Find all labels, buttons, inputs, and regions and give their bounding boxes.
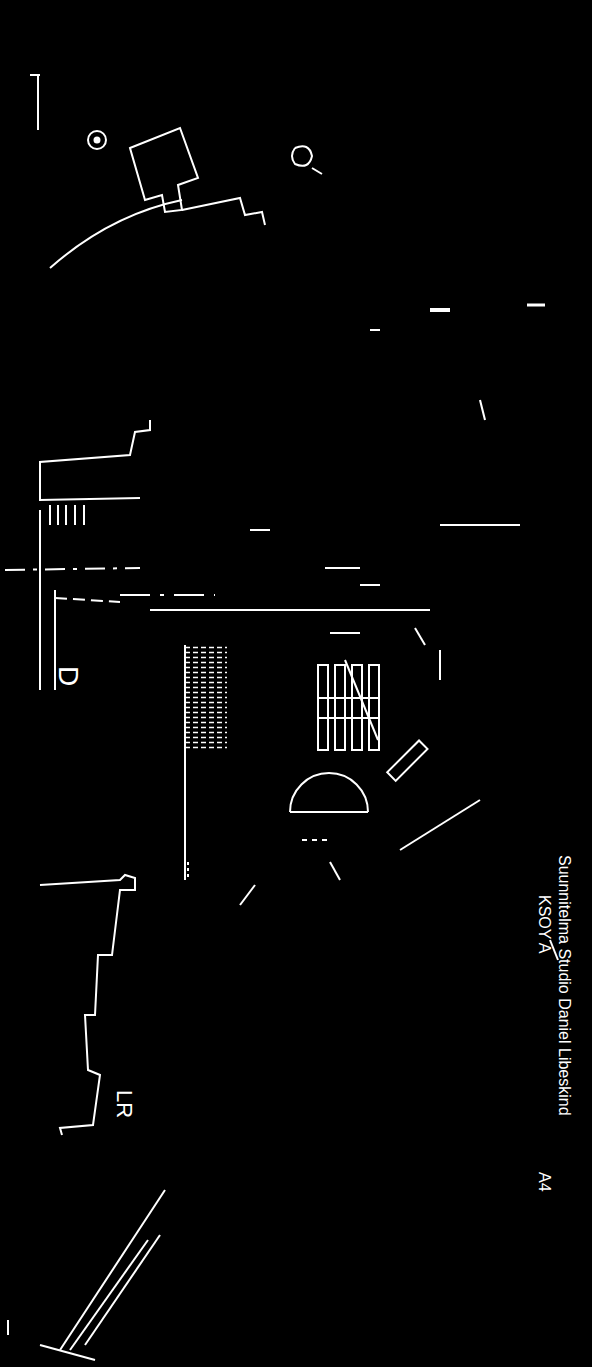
drawing-code: KSOY A xyxy=(536,895,552,953)
section-letter: D xyxy=(54,666,82,686)
area-label: LR xyxy=(113,1090,135,1118)
sheet-size: A4 xyxy=(536,1172,552,1192)
designer-credit: Suunnitelma Studio Daniel Libeskind xyxy=(556,855,572,1116)
plan-lines xyxy=(5,75,558,1360)
